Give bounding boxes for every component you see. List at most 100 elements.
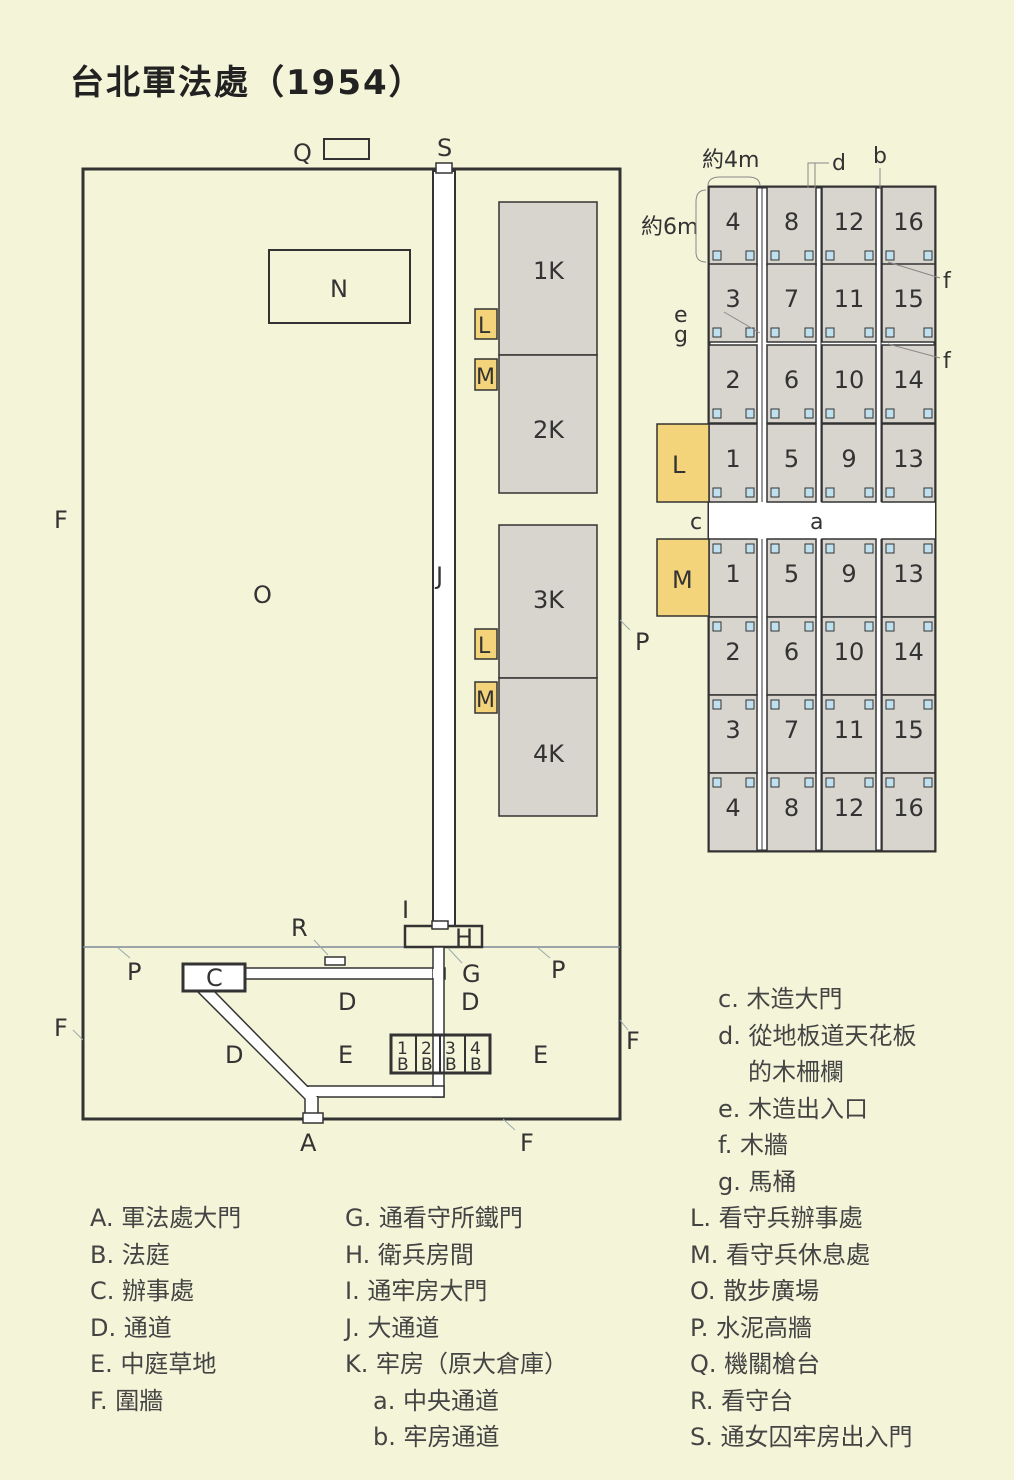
legend-key: d.: [718, 1021, 741, 1050]
legend-item: B. 法庭: [90, 1237, 241, 1274]
legend-key: C.: [90, 1277, 115, 1305]
legend-key: P.: [690, 1313, 709, 1342]
toilet-icon: [885, 543, 895, 554]
toilet-icon: [745, 408, 755, 419]
toilet-icon: [770, 250, 780, 261]
legend-item: F. 圍牆: [90, 1383, 241, 1420]
legend-item: H. 衛兵房間: [345, 1237, 568, 1274]
legend-item: L. 看守兵辦事處: [690, 1200, 913, 1237]
main-corridor-j: [432, 170, 456, 927]
legend-text: 機關槍台: [724, 1350, 821, 1378]
toilet-icon: [864, 699, 874, 710]
label-m-large: M: [672, 566, 693, 594]
guard-rest-m-2: [474, 681, 498, 714]
toilet-icon: [885, 777, 895, 788]
leader-g: [447, 947, 463, 964]
legend-key: B.: [90, 1240, 115, 1269]
cell-number: 16: [893, 208, 924, 236]
toilet-icon: [712, 777, 722, 788]
label-f-bottom: F: [520, 1129, 534, 1157]
label-m-2: M: [476, 688, 495, 713]
legend-text: 辦事處: [122, 1277, 195, 1305]
page-title: 台北軍法處（1954）: [70, 63, 425, 103]
label-d-fence: d: [832, 151, 846, 176]
legend-text: 通看守所鐵門: [378, 1204, 523, 1232]
cell-number: 14: [893, 638, 924, 666]
legend-item: c. 木造大門: [718, 981, 917, 1018]
court-2-num: 2: [421, 1039, 432, 1059]
legend-item: Q. 機關槍台: [690, 1346, 913, 1383]
cell-number: 6: [784, 638, 799, 666]
legend-key: c.: [718, 985, 739, 1013]
legend-text: 散步廣場: [723, 1277, 820, 1305]
toilet-icon: [885, 250, 895, 261]
legend-item: g. 馬桶: [718, 1164, 917, 1201]
legend-item: J. 大通道: [345, 1310, 568, 1347]
toilet-icon: [825, 621, 835, 632]
cell-label-1k: 1K: [533, 257, 565, 285]
label-f-left-lower: F: [54, 1014, 68, 1042]
cell-number: 12: [834, 794, 865, 822]
guard-office-l-large: [656, 423, 710, 503]
cell-number: 5: [784, 445, 799, 473]
toilet-icon: [804, 777, 814, 788]
cell-number: 15: [893, 716, 924, 744]
guard-rest-m-large: [656, 538, 710, 617]
legend-key: e.: [718, 1094, 741, 1123]
building-n: [268, 249, 411, 324]
cell-number: 3: [725, 285, 740, 313]
dim-depth: 約6m: [641, 215, 698, 240]
cell-number: 4: [725, 794, 740, 822]
cell-label-3k: 3K: [533, 586, 565, 614]
toilet-icon: [804, 487, 814, 498]
site-plan: Q S N J 1K 2K 3K 4K L M L M I H: [54, 134, 649, 1157]
legend-text: 通道: [123, 1313, 172, 1342]
guard-office-l-2: [474, 628, 498, 660]
toilet-icon: [825, 543, 835, 554]
cell-number: 10: [834, 366, 865, 394]
cell-number: 15: [893, 285, 924, 313]
court-1-b: B: [397, 1055, 409, 1075]
toilet-icon: [885, 621, 895, 632]
label-i: I: [402, 896, 409, 924]
legend-item: G. 通看守所鐵門: [345, 1200, 568, 1237]
legend-text: 從地板道天花板: [748, 1021, 917, 1050]
toilet-icon: [923, 621, 933, 632]
toilet-icon: [712, 487, 722, 498]
passage-bottom: [304, 1085, 445, 1098]
toilet-icon: [923, 408, 933, 419]
toilet-icon: [864, 543, 874, 554]
dim-width: 約4m: [702, 148, 759, 173]
toilet-icon: [864, 621, 874, 632]
cell-label-4k: 4K: [533, 740, 565, 768]
legend-item: a. 中央通道: [345, 1383, 568, 1420]
cell-number: 4: [725, 208, 740, 236]
toilet-icon: [712, 408, 722, 419]
cell-number: 6: [784, 366, 799, 394]
label-g: G: [462, 960, 481, 988]
label-p-left: P: [127, 958, 141, 986]
legend-item: d. 從地板道天花板: [718, 1018, 917, 1055]
legend-item: E. 中庭草地: [90, 1346, 241, 1383]
cell-number: 11: [834, 285, 865, 313]
toilet-icon: [923, 777, 933, 788]
legend-key: F.: [90, 1386, 108, 1415]
legend-item: A. 軍法處大門: [90, 1200, 241, 1237]
legend-item: 的木柵欄: [718, 1054, 917, 1091]
toilet-icon: [770, 327, 780, 338]
toilet-icon: [825, 777, 835, 788]
legend-key: K.: [345, 1350, 369, 1378]
label-f-left: F: [54, 506, 68, 534]
label-p-mid: P: [551, 956, 565, 984]
toilet-icon: [804, 699, 814, 710]
guard-rest-m-1: [474, 358, 498, 391]
toilet-icon: [770, 777, 780, 788]
cell-block-3k: [498, 524, 598, 679]
cell-number: 8: [784, 794, 799, 822]
central-corridor-a: [709, 502, 935, 539]
cell-number: 13: [893, 445, 924, 473]
court-3-b: B: [445, 1055, 457, 1075]
